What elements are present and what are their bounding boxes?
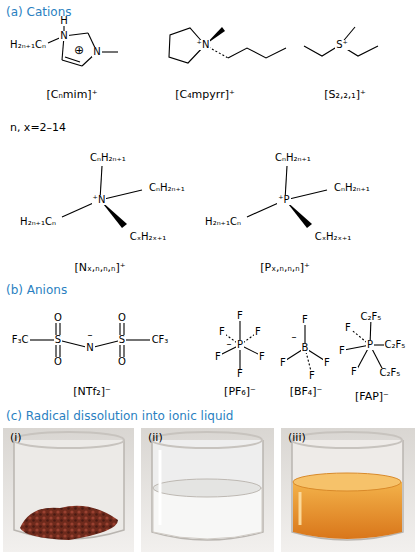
photo-orange-liquid: [299, 492, 302, 525]
atom-label: F: [218, 327, 226, 338]
atom-label: CₓH₂ₓ₊₁: [314, 232, 353, 243]
structure-label: [FAP]⁻: [355, 391, 389, 403]
photo-clear-liquid: [141, 428, 274, 552]
pyrrolidinium-bonds: [228, 48, 286, 58]
atom-label: S: [54, 335, 62, 346]
atom-label: O: [53, 313, 63, 324]
structure-label: [C₄mpyrr]⁺: [175, 89, 235, 101]
atom-label: ⁺P: [277, 195, 290, 206]
sulfonium-bonds: [304, 27, 378, 56]
pyrrolidinium-bonds: [169, 28, 286, 63]
atom-label: N: [59, 31, 68, 42]
atom-label: S⁺: [335, 40, 349, 51]
photo-clear-liquid: [141, 428, 274, 552]
atom-label: F: [301, 315, 309, 326]
atom-label: CₙH₂ₙ₊₁: [274, 153, 312, 164]
photo-label: (ii): [148, 432, 163, 444]
atom-label: C₂F₅: [379, 368, 402, 379]
atom-label: H: [59, 16, 69, 27]
atom-label: F: [323, 358, 331, 369]
photo-powder: [3, 428, 134, 552]
atom-label: O: [53, 357, 63, 368]
atom-label: F: [254, 327, 262, 338]
atom-label: F: [258, 352, 266, 363]
structure-label: [NTf₂]⁻: [73, 386, 111, 398]
structure-label: [PF₆]⁻: [224, 386, 256, 398]
photo-clear-liquid: [152, 432, 262, 448]
atom-label: N: [85, 343, 94, 354]
atom-label: P: [236, 340, 244, 351]
photo-powder: [14, 440, 124, 539]
atom-label: F: [214, 352, 222, 363]
photo-orange-liquid: [293, 473, 401, 491]
photo-orange-liquid: [292, 440, 403, 540]
atom-label: ⁺N: [196, 40, 211, 51]
atom-label: O: [117, 313, 127, 324]
atom-label: N: [92, 47, 101, 58]
atom-label: F: [308, 371, 316, 382]
structure-label: –: [88, 330, 93, 341]
atom-label: H₂ₙ₊₁Cₙ: [9, 40, 47, 51]
atom-label: S: [118, 335, 126, 346]
atom-label: F: [338, 346, 346, 357]
section-heading: (c) Radical dissolution into ionic liqui…: [6, 410, 233, 423]
atom-label: F₃C: [11, 335, 30, 346]
atom-label: B: [301, 343, 310, 354]
ammonium-bonds: [62, 166, 327, 217]
imidazolium-bonds: [62, 60, 82, 66]
atom-label: CₙH₂ₙ₊₁: [89, 153, 127, 164]
structure-label: [Pₓ,ₙ,ₙ,ₙ]⁺: [260, 262, 310, 274]
structure-label: [Nₓ,ₙ,ₙ,ₙ]⁺: [74, 262, 125, 274]
structure-label: [S₂,₂,₁]⁺: [324, 89, 366, 101]
atom-label: CₙH₂ₙ₊₁: [333, 183, 371, 194]
anion-bonds: [30, 317, 384, 375]
structure-label: –: [292, 332, 297, 343]
photo-clear-liquid: [159, 450, 162, 525]
photo-label: (i): [10, 432, 22, 444]
imidazolium-bonds: [48, 21, 118, 66]
atom-label: F: [236, 369, 244, 380]
structure-label: [Cₙmim]⁺: [47, 89, 98, 101]
anion-bonds: [122, 339, 150, 340]
photo-clear-liquid: [153, 479, 261, 497]
ammonium-bonds: [285, 190, 327, 200]
atom-label: ⁺N: [92, 195, 107, 206]
structure-label: [BF₄]⁻: [290, 386, 323, 398]
atom-label: F: [350, 367, 358, 378]
structure-label: –: [227, 339, 232, 350]
photo-label: (iii): [288, 432, 306, 444]
photo-orange-liquid: [292, 432, 402, 448]
photo-clear-liquid: [152, 440, 263, 540]
photo-powder: [14, 432, 124, 448]
atom-label: CₓH₂ₓ₊₁: [129, 232, 168, 243]
atom-label: P: [366, 340, 374, 351]
photo-powder: [3, 428, 134, 552]
atom-label: F: [236, 311, 244, 322]
structure-label: n, x=2–14: [10, 122, 66, 134]
atom-label: CF₃: [151, 335, 170, 346]
photo-orange-liquid: [281, 428, 415, 552]
imidazolium-bonds: [65, 57, 80, 62]
structure-label: ⊕: [74, 44, 84, 57]
atom-label: O: [117, 357, 127, 368]
atom-label: F: [344, 323, 352, 334]
atom-label: H₂ₙ₊₁Cₙ: [204, 217, 242, 228]
atom-label: CₙH₂ₙ₊₁: [148, 183, 186, 194]
atom-label: C₂F₅: [384, 340, 407, 351]
photo-orange-liquid: [281, 428, 415, 552]
atom-label: C₂F₅: [360, 312, 383, 323]
atom-label: H₂ₙ₊₁Cₙ: [19, 217, 57, 228]
photo-powder: [20, 506, 118, 540]
section-heading: (b) Anions: [6, 284, 67, 297]
atom-label: F: [279, 358, 287, 369]
